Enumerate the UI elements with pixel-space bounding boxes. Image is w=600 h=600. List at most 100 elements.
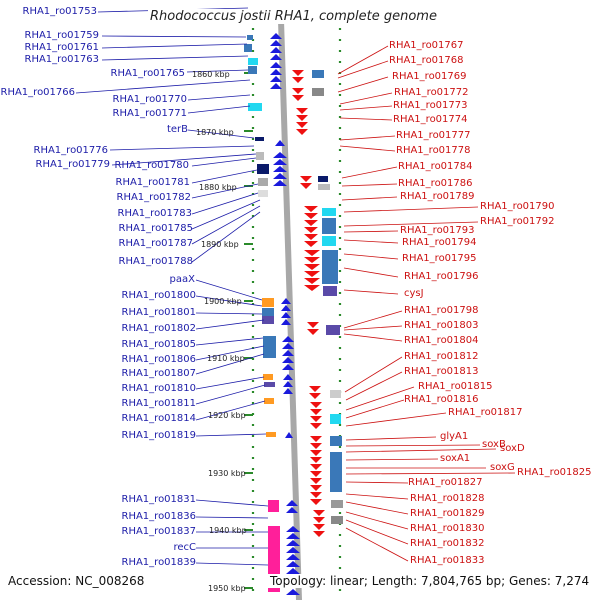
gene-label: RHA1_ro01793: [400, 225, 475, 236]
gene-label: RHA1_ro01782: [116, 192, 192, 203]
gene-label: RHA1_ro01812: [404, 351, 479, 362]
forward-gene-arrow: [286, 533, 300, 539]
gene-label: soxG: [490, 462, 515, 473]
gene-feature-box: [258, 178, 268, 186]
gene-label: RHA1_ro01803: [404, 320, 479, 331]
forward-gene-arrow: [286, 589, 300, 595]
gene-connector-line: [343, 289, 399, 295]
reverse-gene-arrow: [300, 176, 312, 182]
gene-feature-box: [257, 164, 269, 174]
gene-connector-line: [345, 444, 481, 447]
gene-feature-box: [248, 58, 258, 65]
gene-label: RHA1_ro01788: [118, 256, 194, 267]
gene-feature-box: [247, 35, 253, 40]
gene-label: RHA1_ro01753: [22, 6, 98, 17]
ruler-tick-label: 1860 kbp: [192, 70, 230, 79]
gene-label: RHA1_ro01761: [24, 42, 100, 53]
gene-connector-line: [345, 501, 409, 515]
forward-gene-arrow: [282, 343, 294, 349]
reverse-gene-arrow: [310, 443, 322, 449]
gene-connector-line: [345, 511, 409, 530]
gene-label: soxD: [500, 443, 525, 454]
forward-gene-arrow: [273, 152, 287, 158]
ruler-tick-label: 1890 kbp: [201, 240, 239, 249]
gene-label: RHA1_ro01790: [480, 201, 555, 212]
gene-label: RHA1_ro01813: [404, 366, 479, 377]
forward-gene-arrow: [281, 298, 291, 304]
gene-connector-line: [345, 399, 405, 419]
gene-connector-line: [345, 519, 409, 545]
gene-feature-box: [312, 88, 324, 96]
reverse-gene-arrow: [304, 271, 320, 277]
gene-label: RHA1_ro01836: [121, 511, 197, 522]
forward-gene-arrow: [270, 54, 282, 60]
gene-label: RHA1_ro01794: [402, 237, 477, 248]
forward-gene-arrow: [282, 336, 294, 342]
gene-label: RHA1_ro01763: [24, 54, 100, 65]
gene-feature-box: [256, 152, 264, 160]
reverse-gene-arrow: [309, 386, 321, 392]
gene-feature-box: [331, 500, 343, 508]
reverse-gene-arrow: [310, 485, 322, 491]
gene-connector-line: [345, 412, 447, 427]
genome-title: Rhodococcus jostii RHA1, complete genome: [148, 9, 462, 24]
gene-feature-box: [266, 432, 276, 437]
gene-connector-line: [337, 45, 389, 75]
gene-feature-box: [312, 70, 324, 78]
gene-feature-box: [244, 44, 252, 52]
gene-label: RHA1_ro01807: [121, 368, 197, 379]
gene-connector-line: [191, 199, 261, 230]
forward-gene-arrow: [275, 140, 285, 146]
gene-connector-line: [341, 166, 398, 179]
gene-connector-line: [337, 76, 389, 93]
gene-label: glyA1: [440, 431, 469, 442]
gene-label: RHA1_ro01767: [389, 40, 464, 51]
gene-connector-line: [195, 384, 266, 405]
gene-connector-line: [191, 205, 261, 245]
gene-label: RHA1_ro01774: [393, 114, 468, 125]
forward-gene-arrow: [270, 76, 282, 82]
genome-summary-text: Topology: linear; Length: 7,804,765 bp; …: [268, 574, 592, 588]
gene-connector-line: [345, 527, 409, 562]
ruler-tick-label: 1910 kbp: [207, 354, 245, 363]
reverse-gene-arrow: [292, 95, 304, 101]
gene-connector-line: [343, 325, 403, 331]
gene-label: RHA1_ro01777: [396, 130, 471, 141]
reverse-gene-arrow: [304, 285, 320, 291]
reverse-gene-arrow: [292, 77, 304, 83]
gene-connector-line: [341, 183, 398, 187]
forward-gene-arrow: [281, 319, 291, 325]
gene-feature-box: [262, 308, 274, 316]
gene-connector-line: [101, 35, 247, 38]
forward-gene-arrow: [286, 526, 300, 532]
gene-label: RHA1_ro01776: [33, 145, 109, 156]
gene-feature-box: [318, 184, 330, 190]
reverse-gene-arrow: [310, 478, 322, 484]
gene-connector-line: [187, 94, 251, 101]
gene-label: RHA1_ro01810: [121, 383, 197, 394]
gene-label: RHA1_ro01769: [392, 71, 467, 82]
gene-label: paaX: [169, 274, 195, 285]
forward-gene-arrow: [270, 62, 282, 68]
gene-connector-line: [191, 183, 259, 199]
gene-label: RHA1_ro01786: [398, 178, 473, 189]
gene-connector-line: [345, 436, 437, 441]
gene-label: RHA1_ro01825: [517, 467, 592, 478]
gene-connector-line: [195, 353, 265, 375]
ruler-tick-label: 1880 kbp: [199, 183, 237, 192]
forward-gene-arrow: [273, 180, 287, 186]
gene-connector-line: [195, 499, 269, 507]
gene-label: RHA1_ro01816: [404, 394, 479, 405]
gene-feature-box: [262, 298, 274, 307]
gene-label: RHA1_ro01785: [118, 223, 194, 234]
gene-label: RHA1_ro01815: [418, 381, 493, 392]
forward-gene-arrow: [286, 568, 300, 574]
gene-label: RHA1_ro01792: [480, 216, 555, 227]
forward-gene-arrow: [281, 312, 291, 318]
reverse-gene-arrow: [296, 108, 308, 114]
gene-label: RHA1_ro01779: [35, 159, 111, 170]
gene-label: RHA1_ro01817: [448, 407, 523, 418]
forward-gene-arrow: [285, 432, 293, 438]
gene-connector-line: [195, 279, 263, 301]
reverse-gene-arrow: [309, 393, 321, 399]
